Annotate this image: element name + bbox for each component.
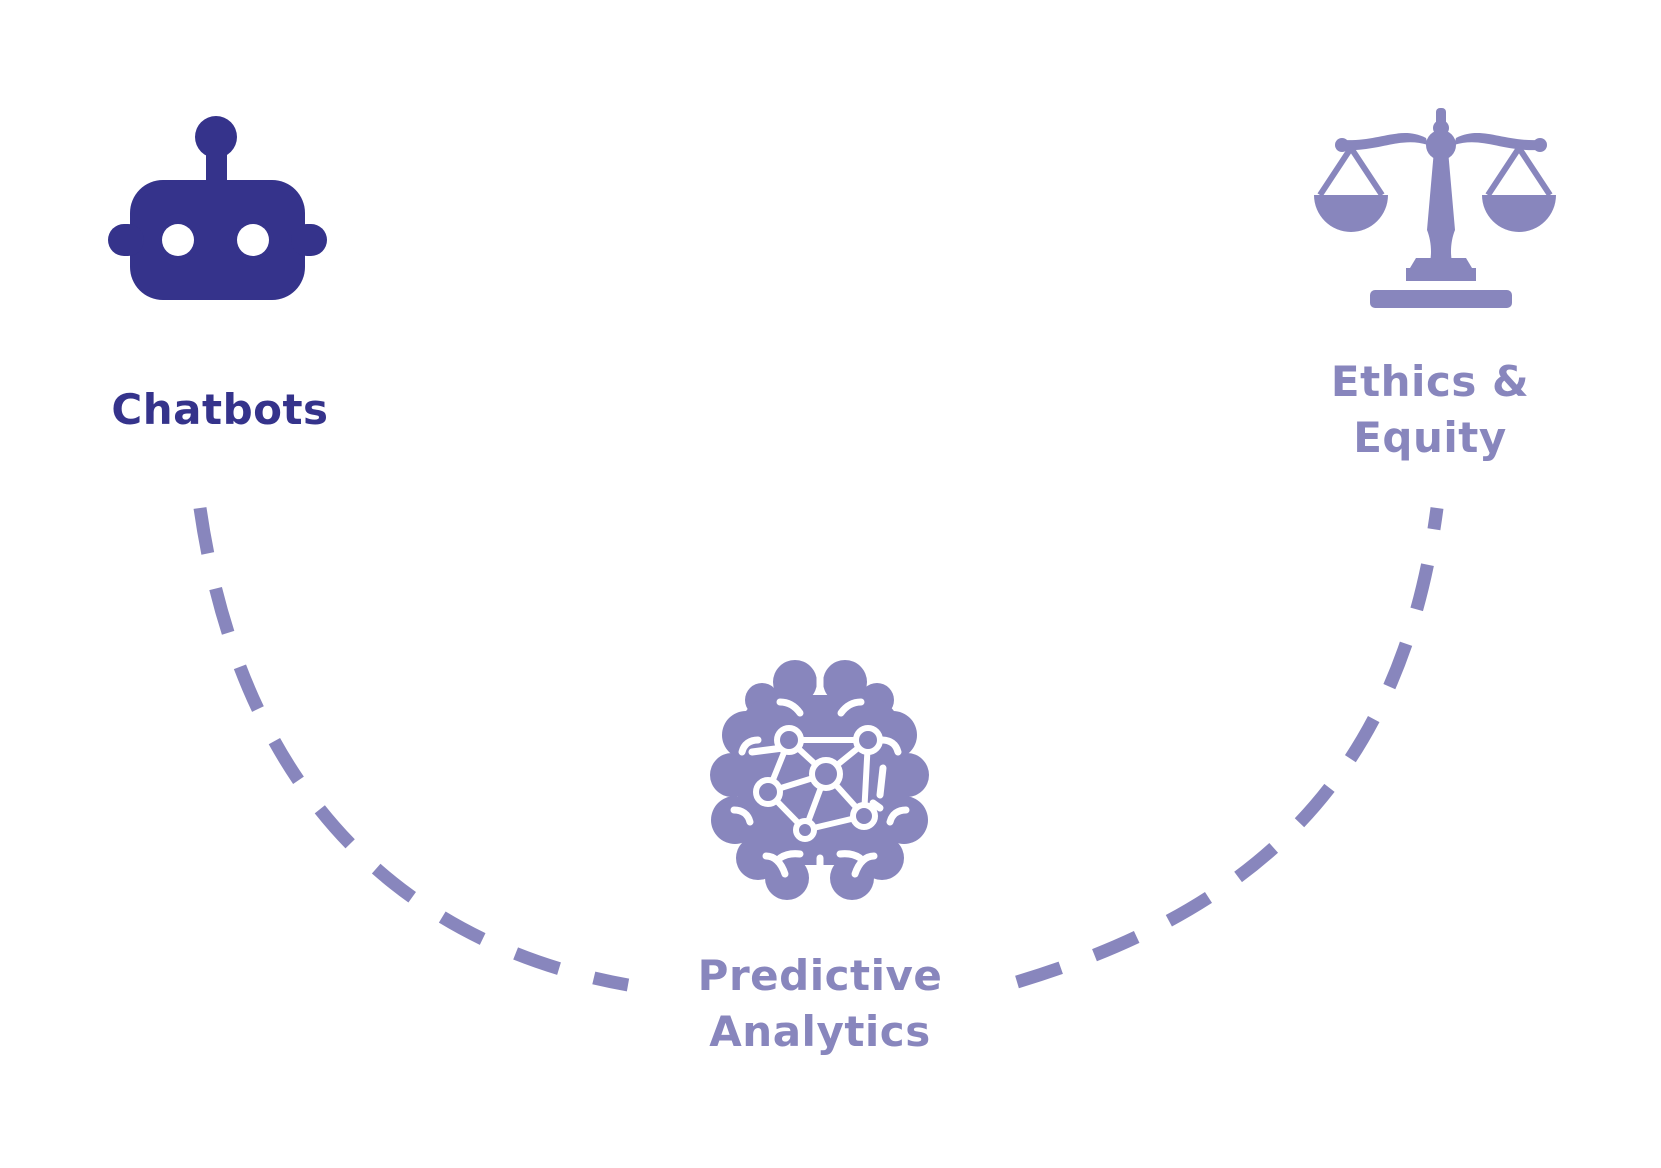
- predictive-analytics-label-line-2: Analytics: [709, 1007, 931, 1056]
- balance-scale-icon: [1314, 108, 1556, 308]
- ethics-equity-label: Ethics & Equity: [1290, 354, 1570, 466]
- ethics-equity-label-line-2: Equity: [1353, 413, 1507, 462]
- ethics-equity-label-line-1: Ethics &: [1330, 357, 1530, 406]
- scale-strings: [1317, 146, 1553, 197]
- chatbots-label-line: Chatbots: [111, 385, 329, 434]
- brain-network-icon: [710, 660, 929, 900]
- chatbots-label: Chatbots: [80, 382, 360, 438]
- robot-icon: [108, 116, 327, 300]
- connector-left-arc: [193, 507, 630, 992]
- predictive-analytics-label: Predictive Analytics: [640, 948, 1000, 1060]
- predictive-analytics-label-line-1: Predictive: [697, 951, 943, 1000]
- connector-right-arc: [1015, 507, 1444, 989]
